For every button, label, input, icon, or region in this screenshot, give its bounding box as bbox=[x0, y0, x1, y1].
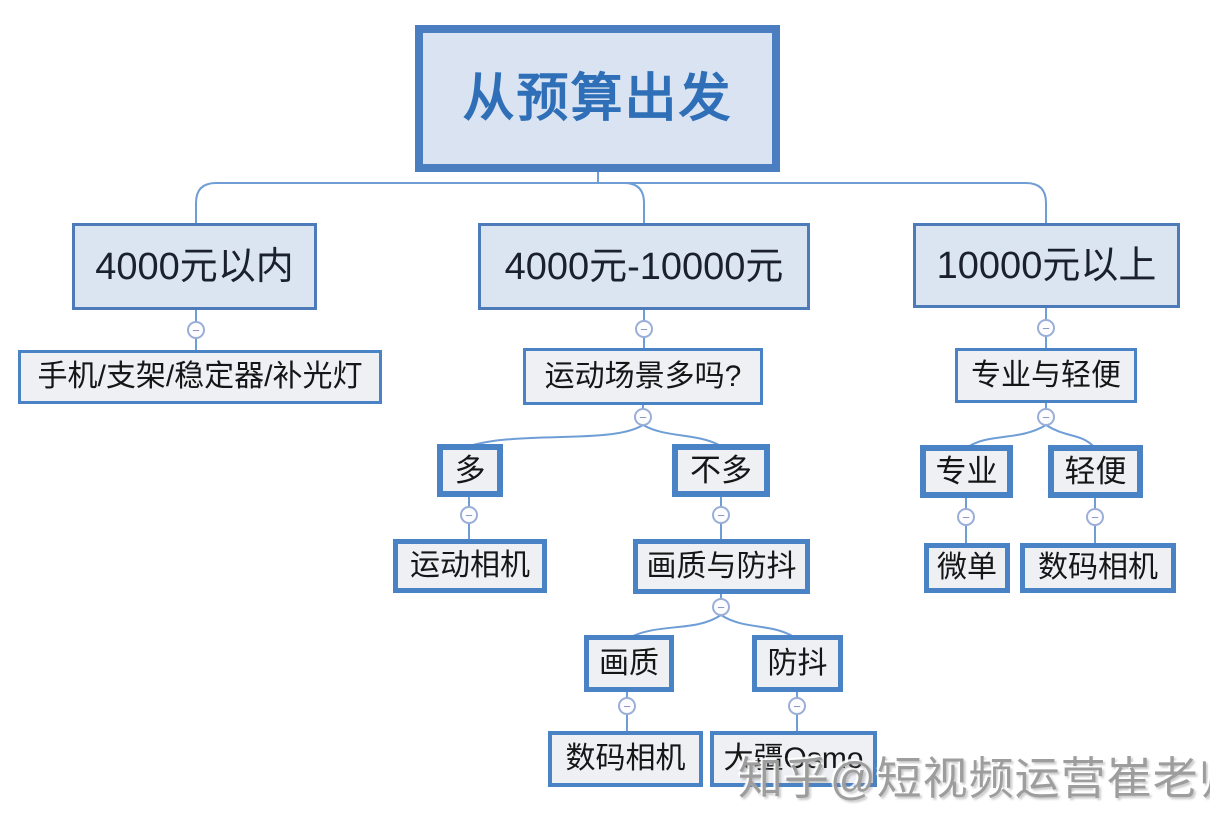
collapse-icon[interactable]: − bbox=[634, 408, 652, 426]
connector bbox=[967, 424, 1047, 448]
node-phone-kit[interactable]: 手机/支架/稳定器/补光灯 bbox=[18, 350, 382, 404]
connector bbox=[195, 182, 598, 223]
minus-icon: − bbox=[793, 698, 801, 714]
node-many[interactable]: 多 bbox=[437, 444, 503, 497]
collapse-icon[interactable]: − bbox=[635, 320, 653, 338]
node-digital-camera-light[interactable]: 数码相机 bbox=[1020, 543, 1176, 593]
node-stabilization[interactable]: 防抖 bbox=[752, 635, 843, 692]
collapse-icon[interactable]: − bbox=[712, 598, 730, 616]
node-not-many[interactable]: 不多 bbox=[672, 444, 770, 497]
connector bbox=[598, 182, 645, 223]
node-digital-camera-quality[interactable]: 数码相机 bbox=[548, 731, 703, 787]
collapse-icon[interactable]: − bbox=[1037, 408, 1055, 426]
minus-icon: − bbox=[1091, 509, 1099, 525]
minus-icon: − bbox=[623, 698, 631, 714]
connector bbox=[1045, 424, 1095, 448]
node-budget-under-4000[interactable]: 4000元以内 bbox=[72, 223, 317, 310]
collapse-icon[interactable]: − bbox=[788, 697, 806, 715]
connector bbox=[642, 424, 720, 446]
minus-icon: − bbox=[1042, 320, 1050, 336]
collapse-icon[interactable]: − bbox=[187, 321, 205, 339]
node-budget-over-10000[interactable]: 10000元以上 bbox=[913, 223, 1180, 308]
node-dji-osmo[interactable]: 大疆Osmo bbox=[710, 731, 877, 787]
minus-icon: − bbox=[962, 509, 970, 525]
connector bbox=[472, 424, 644, 446]
minus-icon: − bbox=[717, 507, 725, 523]
node-budget-4000-10000[interactable]: 4000元-10000元 bbox=[478, 223, 810, 310]
node-professional[interactable]: 专业 bbox=[920, 445, 1013, 498]
node-quality-vs-stabilization[interactable]: 画质与防抖 bbox=[633, 539, 810, 594]
connector bbox=[598, 182, 1047, 223]
node-quality[interactable]: 画质 bbox=[584, 635, 674, 692]
collapse-icon[interactable]: − bbox=[957, 508, 975, 526]
node-sports-question[interactable]: 运动场景多吗? bbox=[523, 348, 763, 405]
collapse-icon[interactable]: − bbox=[618, 697, 636, 715]
node-action-camera[interactable]: 运动相机 bbox=[393, 539, 547, 593]
node-pro-vs-light[interactable]: 专业与轻便 bbox=[955, 348, 1137, 403]
connector bbox=[630, 614, 722, 638]
minus-icon: − bbox=[465, 507, 473, 523]
node-lightweight[interactable]: 轻便 bbox=[1048, 445, 1143, 498]
minus-icon: − bbox=[1042, 409, 1050, 425]
collapse-icon[interactable]: − bbox=[712, 506, 730, 524]
collapse-icon[interactable]: − bbox=[1086, 508, 1104, 526]
connector bbox=[720, 614, 795, 638]
node-mirrorless[interactable]: 微单 bbox=[924, 543, 1010, 593]
minus-icon: − bbox=[192, 322, 200, 338]
node-root[interactable]: 从预算出发 bbox=[415, 25, 780, 172]
minus-icon: − bbox=[640, 321, 648, 337]
collapse-icon[interactable]: − bbox=[460, 506, 478, 524]
minus-icon: − bbox=[639, 409, 647, 425]
minus-icon: − bbox=[717, 599, 725, 615]
collapse-icon[interactable]: − bbox=[1037, 319, 1055, 337]
